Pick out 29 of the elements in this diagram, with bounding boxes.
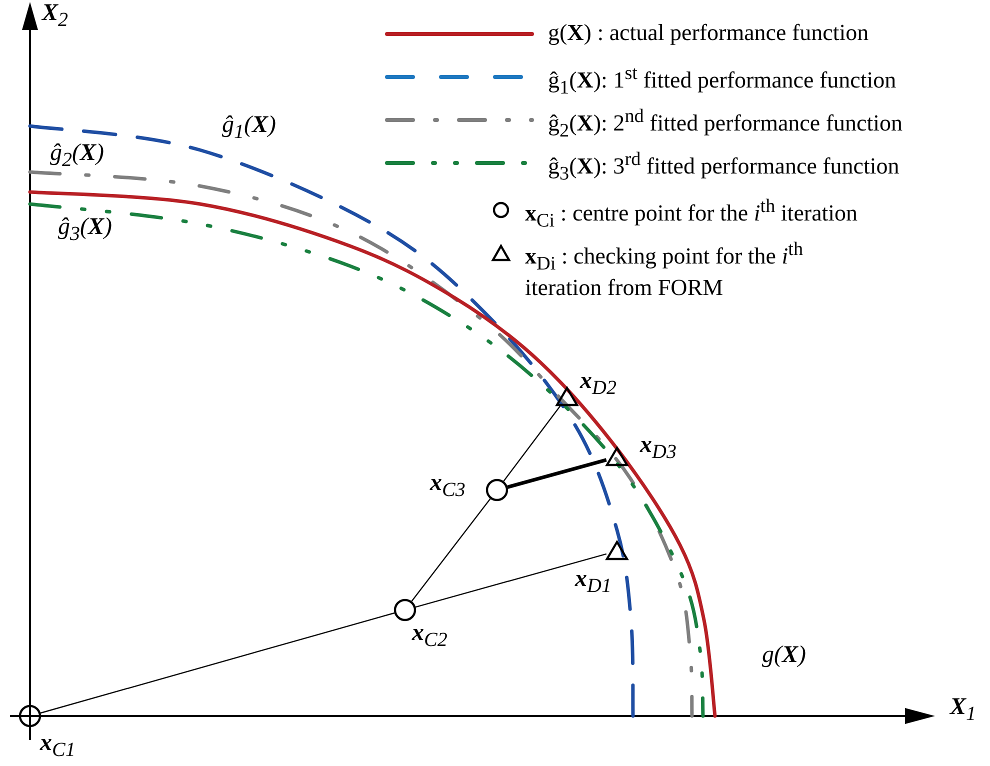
centre-point-marker	[394, 598, 416, 622]
connecting-line	[411, 498, 491, 602]
checking-point-marker	[605, 540, 629, 560]
connecting-line	[40, 612, 395, 714]
point-label: x$_{D3}$	[640, 432, 676, 463]
curve-label: g(X)	[762, 642, 806, 668]
legend-text: g(X) : actual performance function	[548, 20, 870, 46]
connecting-line	[507, 458, 607, 489]
axis-label: X$_{1}$	[950, 694, 976, 725]
point-label: x$_{C1}$	[40, 730, 76, 761]
checking-point-marker	[555, 386, 579, 406]
curve-label: ĝ$_{2}$(X)	[50, 140, 104, 171]
centre-point-marker	[486, 478, 508, 502]
point-label: x$_{D2}$	[580, 368, 616, 399]
legend-text: x$_{Di}$ : checking point for the i$^{th}$ iteration from FORM	[525, 239, 804, 302]
centre-point-marker	[18, 704, 42, 728]
curve-label: ĝ$_{1}$(X)	[222, 112, 276, 143]
legend-text: ĝ$_{2}$(X): 2$^{nd}$ fitted performance function	[548, 106, 904, 142]
point-label: x$_{C2}$	[412, 620, 448, 651]
legend-text: x$_{Ci}$ : centre point for the i$^{th}$ iteration	[525, 196, 859, 232]
legend-text: ĝ$_{1}$(X): 1$^{st}$ fitted performance function	[548, 63, 898, 100]
legend-text: ĝ$_{3}$(X): 3$^{rd}$ fitted performance function	[548, 149, 900, 186]
point-label: x$_{D1}$	[575, 566, 612, 597]
connecting-line	[503, 405, 561, 482]
checking-point-marker	[605, 446, 629, 466]
point-label: x$_{C3}$	[430, 470, 466, 501]
curve-label: ĝ$_{3}$(X)	[58, 214, 112, 245]
axis-label: X$_{2}$	[42, 0, 68, 31]
connecting-line	[415, 553, 607, 608]
